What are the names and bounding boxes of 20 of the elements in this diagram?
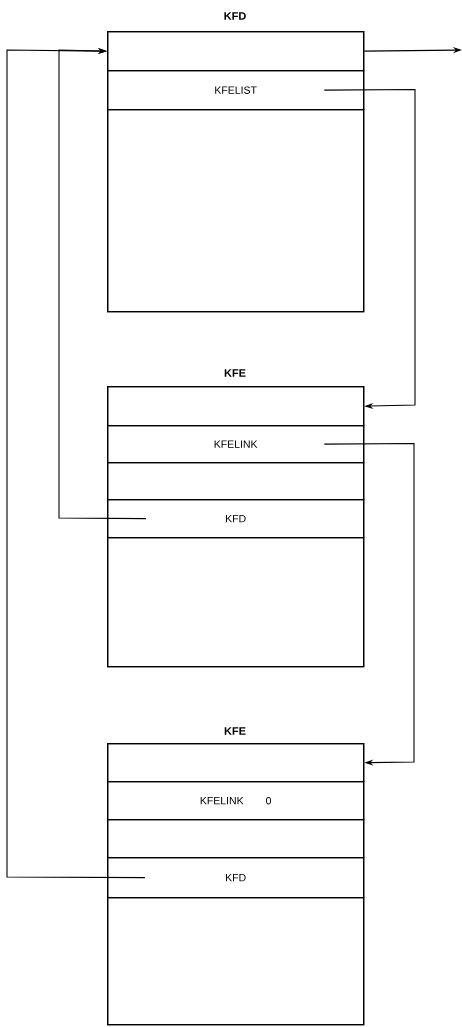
arrow [323, 88, 416, 409]
arrow [323, 442, 415, 766]
empty-field [107, 109, 365, 313]
arrow [58, 47, 147, 520]
record-title: KFE [224, 727, 246, 735]
arrow [6, 48, 146, 879]
field-row: KFD [107, 499, 365, 539]
empty-field [107, 462, 365, 501]
empty-field [107, 743, 365, 783]
field-row: KFELINK [107, 425, 365, 464]
empty-field [107, 537, 365, 668]
field-row: KFELINK 0 [107, 781, 365, 821]
record-title: KFD [224, 12, 246, 20]
empty-field [107, 819, 365, 859]
empty-field [107, 897, 365, 1026]
empty-field [107, 386, 365, 427]
empty-field [107, 31, 365, 72]
field-row: KFELIST [107, 70, 365, 111]
record-title: KFE [224, 369, 246, 377]
field-row: KFD [107, 857, 365, 899]
